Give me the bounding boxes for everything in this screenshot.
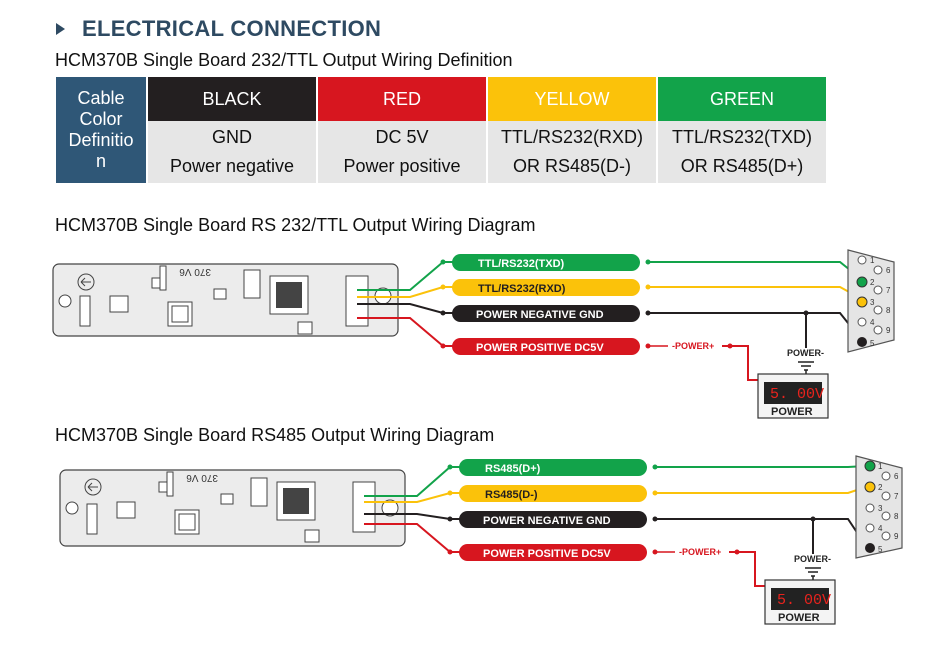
diagram1-heading: HCM370B Single Board RS 232/TTL Output W… <box>55 215 536 235</box>
section-heading: ELECTRICAL CONNECTION <box>56 14 381 44</box>
pin-label: 1 <box>870 256 875 265</box>
cell-line-1: TTL/RS232(RXD) <box>500 127 644 147</box>
ground-icon <box>798 361 814 371</box>
pin-1-green <box>864 460 876 472</box>
label-line: n <box>95 151 106 171</box>
pin-label: 2 <box>870 278 875 287</box>
wire-bar-green <box>459 459 647 476</box>
pin-label: 1 <box>878 462 883 471</box>
board-marking: 370 V6 <box>179 266 211 277</box>
pin-label: 8 <box>894 512 899 521</box>
power-minus-label: POWER- <box>794 554 831 564</box>
label-line: Color <box>79 109 123 129</box>
pin-5-black <box>865 543 875 553</box>
cell-line-1: DC 5V <box>375 127 429 147</box>
wire-label-green: RS485(D+) <box>485 463 541 475</box>
cell-green: TTL/RS232(TXD) OR RS485(D+) <box>658 121 826 183</box>
wire-label-green: TTL/RS232(TXD) <box>478 258 565 270</box>
triangle-bullet-icon <box>56 23 65 35</box>
db9-connector: 1 2 3 4 5 6 7 8 9 <box>847 249 895 353</box>
wire-bar-black <box>452 305 640 322</box>
section-title: ELECTRICAL CONNECTION <box>82 16 382 41</box>
pin-label: 4 <box>878 524 883 533</box>
psu-label: POWER <box>771 406 813 418</box>
pin-label: 9 <box>894 532 899 541</box>
pin-5-black <box>857 337 867 347</box>
wiring-definition-table: Cable Color Definitio n BLACK RED YELLOW… <box>54 77 828 183</box>
pin-label: 7 <box>894 492 899 501</box>
pin-label: 3 <box>870 298 875 307</box>
pin-label: 8 <box>886 306 891 315</box>
label-line: Definitio <box>68 130 134 150</box>
column-header-red: RED <box>318 77 486 121</box>
pin-3-yellow <box>856 296 868 308</box>
pin-label: 2 <box>878 483 883 492</box>
cell-line-1: GND <box>212 127 252 147</box>
pin-label: 9 <box>886 326 891 335</box>
cell-black: GND Power negative <box>148 121 316 183</box>
cell-red: DC 5V Power positive <box>318 121 486 183</box>
cell-line-1: TTL/RS232(TXD) <box>671 127 813 147</box>
pin-label: 5 <box>870 339 875 348</box>
wire-bar-yellow <box>452 279 640 296</box>
pin-2-green <box>856 276 868 288</box>
column-header-green: GREEN <box>658 77 826 121</box>
power-plus-label: -POWER+ <box>672 341 714 351</box>
wire-bar-black <box>459 511 647 528</box>
wire-bar-green <box>452 254 640 271</box>
label-line: Cable <box>77 88 125 108</box>
board-marking: 370 V6 <box>186 472 218 483</box>
pin-2-yellow <box>864 481 876 493</box>
pin-label: 4 <box>870 318 875 327</box>
power-plus-label: -POWER+ <box>679 547 721 557</box>
cell-yellow: TTL/RS232(RXD) OR RS485(D-) <box>488 121 656 183</box>
hcm370b-board: 370 V6 <box>52 263 399 337</box>
diagram1-wiring: 370 V6 TTL/RS232(TXD) TTL/RS232(RXD) POW… <box>52 249 895 419</box>
wire-label-red: POWER POSITIVE DC5V <box>476 342 604 354</box>
wire-label-yellow: RS485(D-) <box>485 489 538 501</box>
ground-icon <box>805 567 821 577</box>
wire-label-black: POWER NEGATIVE GND <box>483 515 611 527</box>
diagram2-heading: HCM370B Single Board RS485 Output Wiring… <box>55 425 495 445</box>
wire-label-red: POWER POSITIVE DC5V <box>483 548 611 560</box>
column-header-black: BLACK <box>148 77 316 121</box>
db9-connector: 1 2 3 4 5 6 7 8 9 <box>855 455 903 559</box>
table-heading: HCM370B Single Board 232/TTL Output Wiri… <box>55 50 513 70</box>
wire-bar-yellow <box>459 485 647 502</box>
wire-bar-red <box>459 544 647 561</box>
pin-label: 5 <box>878 545 883 554</box>
diagram2-wiring: 370 V6 RS485(D+) RS485(D-) POWER NEGATIV… <box>59 455 903 625</box>
wire-label-yellow: TTL/RS232(RXD) <box>478 283 566 295</box>
pin-label: 3 <box>878 504 883 513</box>
pin-label: 6 <box>886 266 891 275</box>
cell-line-2: OR RS485(D+) <box>680 156 804 176</box>
psu-display: 5. 00V <box>777 592 831 609</box>
power-supply: 5. 00V POWER <box>757 373 829 419</box>
power-supply: 5. 00V POWER <box>764 579 836 625</box>
psu-label: POWER <box>778 612 820 624</box>
hcm370b-board: 370 V6 <box>59 469 406 547</box>
cell-line-2: Power positive <box>343 156 461 176</box>
cell-line-2: OR RS485(D-) <box>512 156 632 176</box>
power-minus-label: POWER- <box>787 348 824 358</box>
pin-label: 7 <box>886 286 891 295</box>
cell-line-2: Power negative <box>169 156 295 176</box>
pin-label: 6 <box>894 472 899 481</box>
wire-bar-red <box>452 338 640 355</box>
psu-display: 5. 00V <box>770 386 824 403</box>
table-label-cell: Cable Color Definitio n <box>56 77 146 183</box>
column-header-yellow: YELLOW <box>488 77 656 121</box>
wire-label-black: POWER NEGATIVE GND <box>476 309 604 321</box>
